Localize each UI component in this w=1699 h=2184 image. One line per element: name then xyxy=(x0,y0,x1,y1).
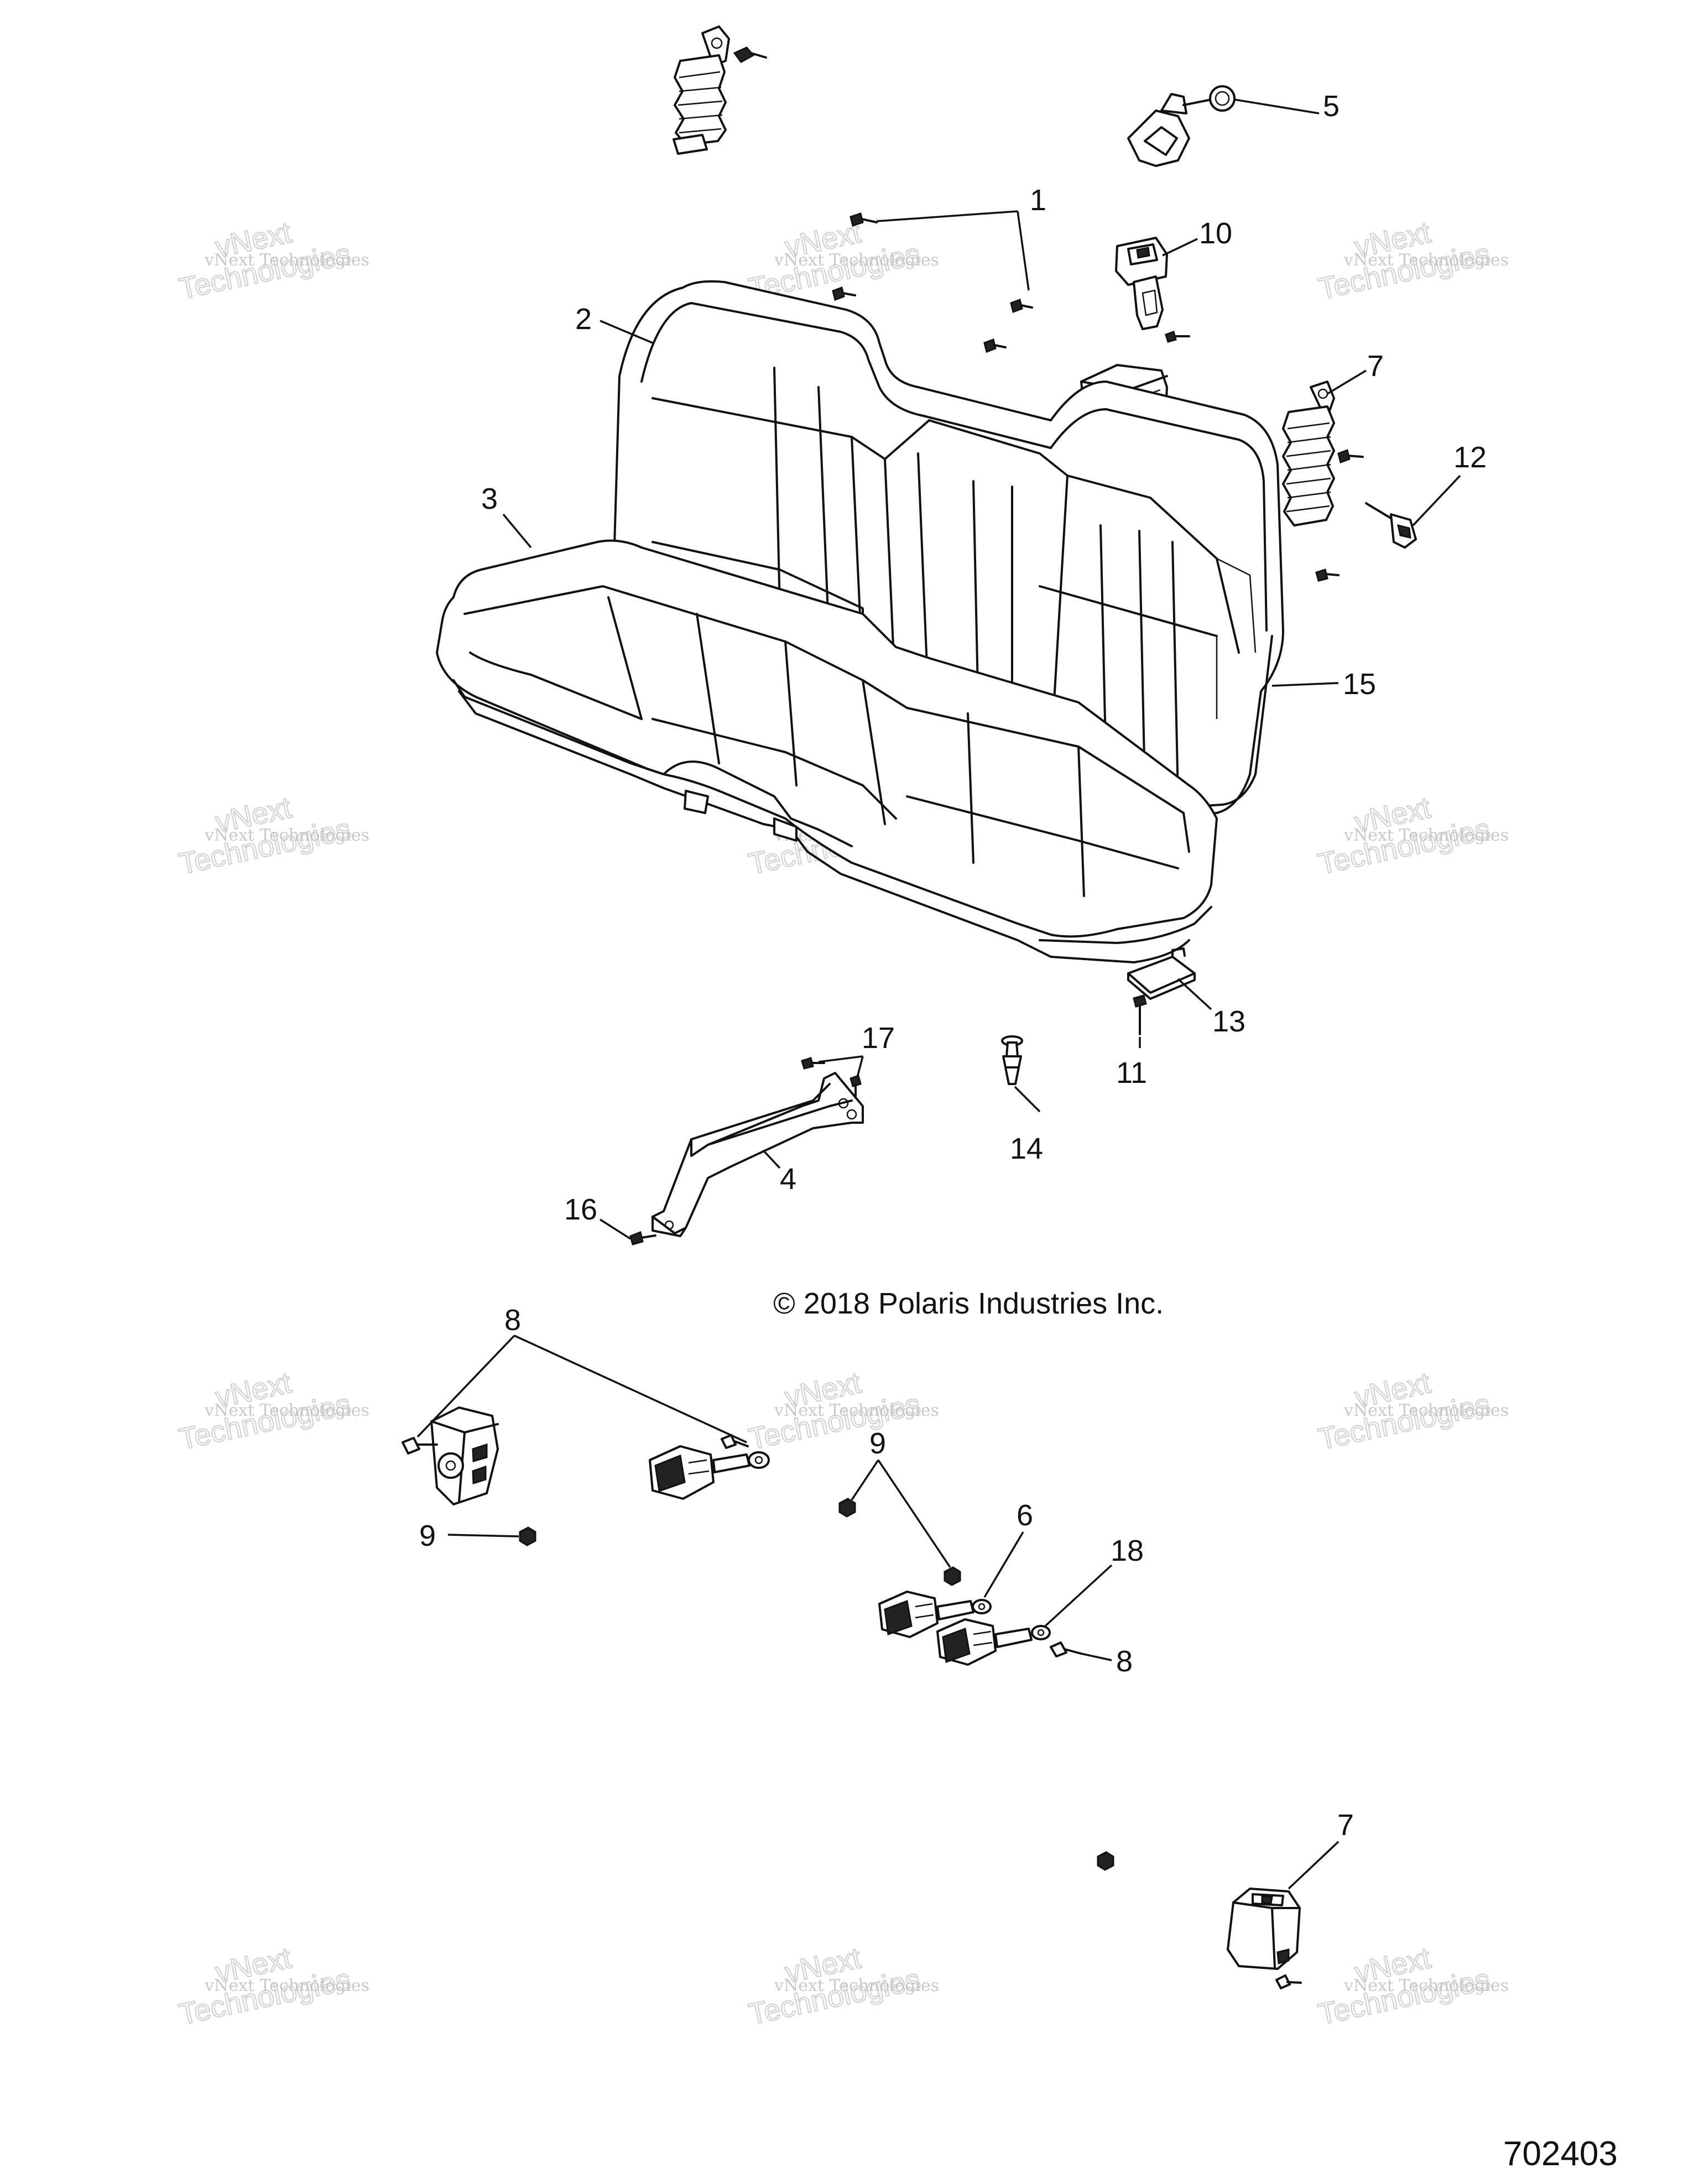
bolt-part xyxy=(721,1434,749,1449)
seat-support-bar-part xyxy=(652,1072,864,1237)
buckle-strap-part xyxy=(649,1445,770,1500)
callout-5: 5 xyxy=(1323,90,1340,123)
watermark-small: vNext Technologies xyxy=(1343,251,1509,270)
watermark: vNext Technologies vNext Technologies xyxy=(1315,215,1509,306)
diagram-number: 702403 xyxy=(1503,2135,1618,2173)
watermark: vNext Technologies vNext Technologies xyxy=(746,1941,939,2032)
push-pin-part xyxy=(1001,1035,1023,1085)
callout-1: 1 xyxy=(1030,184,1046,217)
callout-7-lower: 7 xyxy=(1337,1808,1354,1842)
watermark-small: vNext Technologies xyxy=(204,251,369,270)
callout-7-upper: 7 xyxy=(1367,350,1384,383)
watermark-small: vNext Technologies xyxy=(774,251,939,270)
callout-8-lower: 8 xyxy=(1116,1645,1133,1678)
callout-9-lower: 9 xyxy=(419,1519,436,1552)
bracket-plate-part xyxy=(1127,947,1196,1000)
screw-part xyxy=(801,1057,825,1070)
bolt-part xyxy=(733,46,767,63)
callout-11: 11 xyxy=(1116,1056,1147,1090)
bolt-part xyxy=(1050,1641,1082,1657)
screw-part xyxy=(1010,299,1033,313)
screw-part xyxy=(1133,994,1147,1035)
bolt-part xyxy=(402,1437,438,1455)
watermark: vNext Technologies vNext Technologies xyxy=(176,790,369,882)
nut-part xyxy=(838,1498,856,1518)
bolt-part xyxy=(1275,1974,1302,1989)
belt-guide-anchor-part xyxy=(1127,85,1236,167)
seat-belt-buckle-part xyxy=(1115,237,1168,330)
retractor-cover-part xyxy=(1227,1888,1301,1970)
watermark-small: vNext Technologies xyxy=(774,1976,939,1995)
callout-13: 13 xyxy=(1212,1005,1245,1038)
connector-part xyxy=(1365,502,1417,549)
callout-17: 17 xyxy=(862,1021,895,1055)
watermark-small: vNext Technologies xyxy=(204,1401,369,1420)
watermark-small: vNext Technologies xyxy=(204,826,369,845)
watermark-small: vNext Technologies xyxy=(1343,1976,1509,1995)
screw-part xyxy=(850,212,878,227)
watermark: vNext Technologies vNext Technologies xyxy=(1315,790,1509,882)
screw-part xyxy=(1315,569,1340,582)
watermark: vNext Technologies vNext Technologies xyxy=(176,1365,369,1457)
callout-3: 3 xyxy=(481,482,498,515)
seat-belt-retractor-part xyxy=(430,1406,499,1505)
nut-part xyxy=(1097,1851,1114,1871)
screw-part xyxy=(983,338,1007,353)
belt-boot-part xyxy=(1282,380,1335,527)
screw-part xyxy=(850,1075,862,1099)
watermark-small: vNext Technologies xyxy=(1343,826,1509,845)
callout-4: 4 xyxy=(780,1163,796,1196)
callout-15: 15 xyxy=(1343,668,1376,701)
nut-part xyxy=(944,1566,961,1586)
callout-12: 12 xyxy=(1453,441,1487,474)
callout-16: 16 xyxy=(564,1193,597,1226)
watermark: vNext Technologies vNext Technologies xyxy=(1315,1365,1509,1457)
watermark: vNext Technologies vNext Technologies xyxy=(746,1365,939,1457)
watermark: vNext Technologies vNext Technologies xyxy=(1315,1941,1509,2032)
callout-14: 14 xyxy=(1010,1132,1043,1165)
callout-labels: 1 2 3 4 5 6 7 7 8 8 9 9 10 11 12 13 14 1… xyxy=(419,90,1487,1842)
buckle-strap-part xyxy=(878,1591,992,1638)
screw-part xyxy=(1165,331,1190,343)
belt-retractor-boot-part xyxy=(673,25,730,155)
watermark-small: vNext Technologies xyxy=(774,1401,939,1420)
screw-part xyxy=(629,1231,656,1245)
callout-6: 6 xyxy=(1017,1499,1033,1532)
watermark: vNext Technologies vNext Technologies xyxy=(176,215,369,306)
callout-10: 10 xyxy=(1199,217,1232,250)
screw-part xyxy=(1337,449,1364,463)
copyright-notice: © 2018 Polaris Industries Inc. xyxy=(773,1287,1164,1320)
callout-18: 18 xyxy=(1111,1534,1144,1567)
callout-2: 2 xyxy=(575,303,592,336)
screw-part xyxy=(832,286,856,301)
watermark-small: vNext Technologies xyxy=(1343,1401,1509,1420)
watermark: vNext Technologies vNext Technologies xyxy=(176,1941,369,2032)
nut-part xyxy=(519,1526,536,1546)
callout-8-upper: 8 xyxy=(504,1304,521,1337)
buckle-strap-part xyxy=(936,1618,1051,1666)
callout-9-upper: 9 xyxy=(869,1427,886,1460)
leader-lines xyxy=(416,98,1461,1890)
watermark-small: vNext Technologies xyxy=(204,1976,369,1995)
